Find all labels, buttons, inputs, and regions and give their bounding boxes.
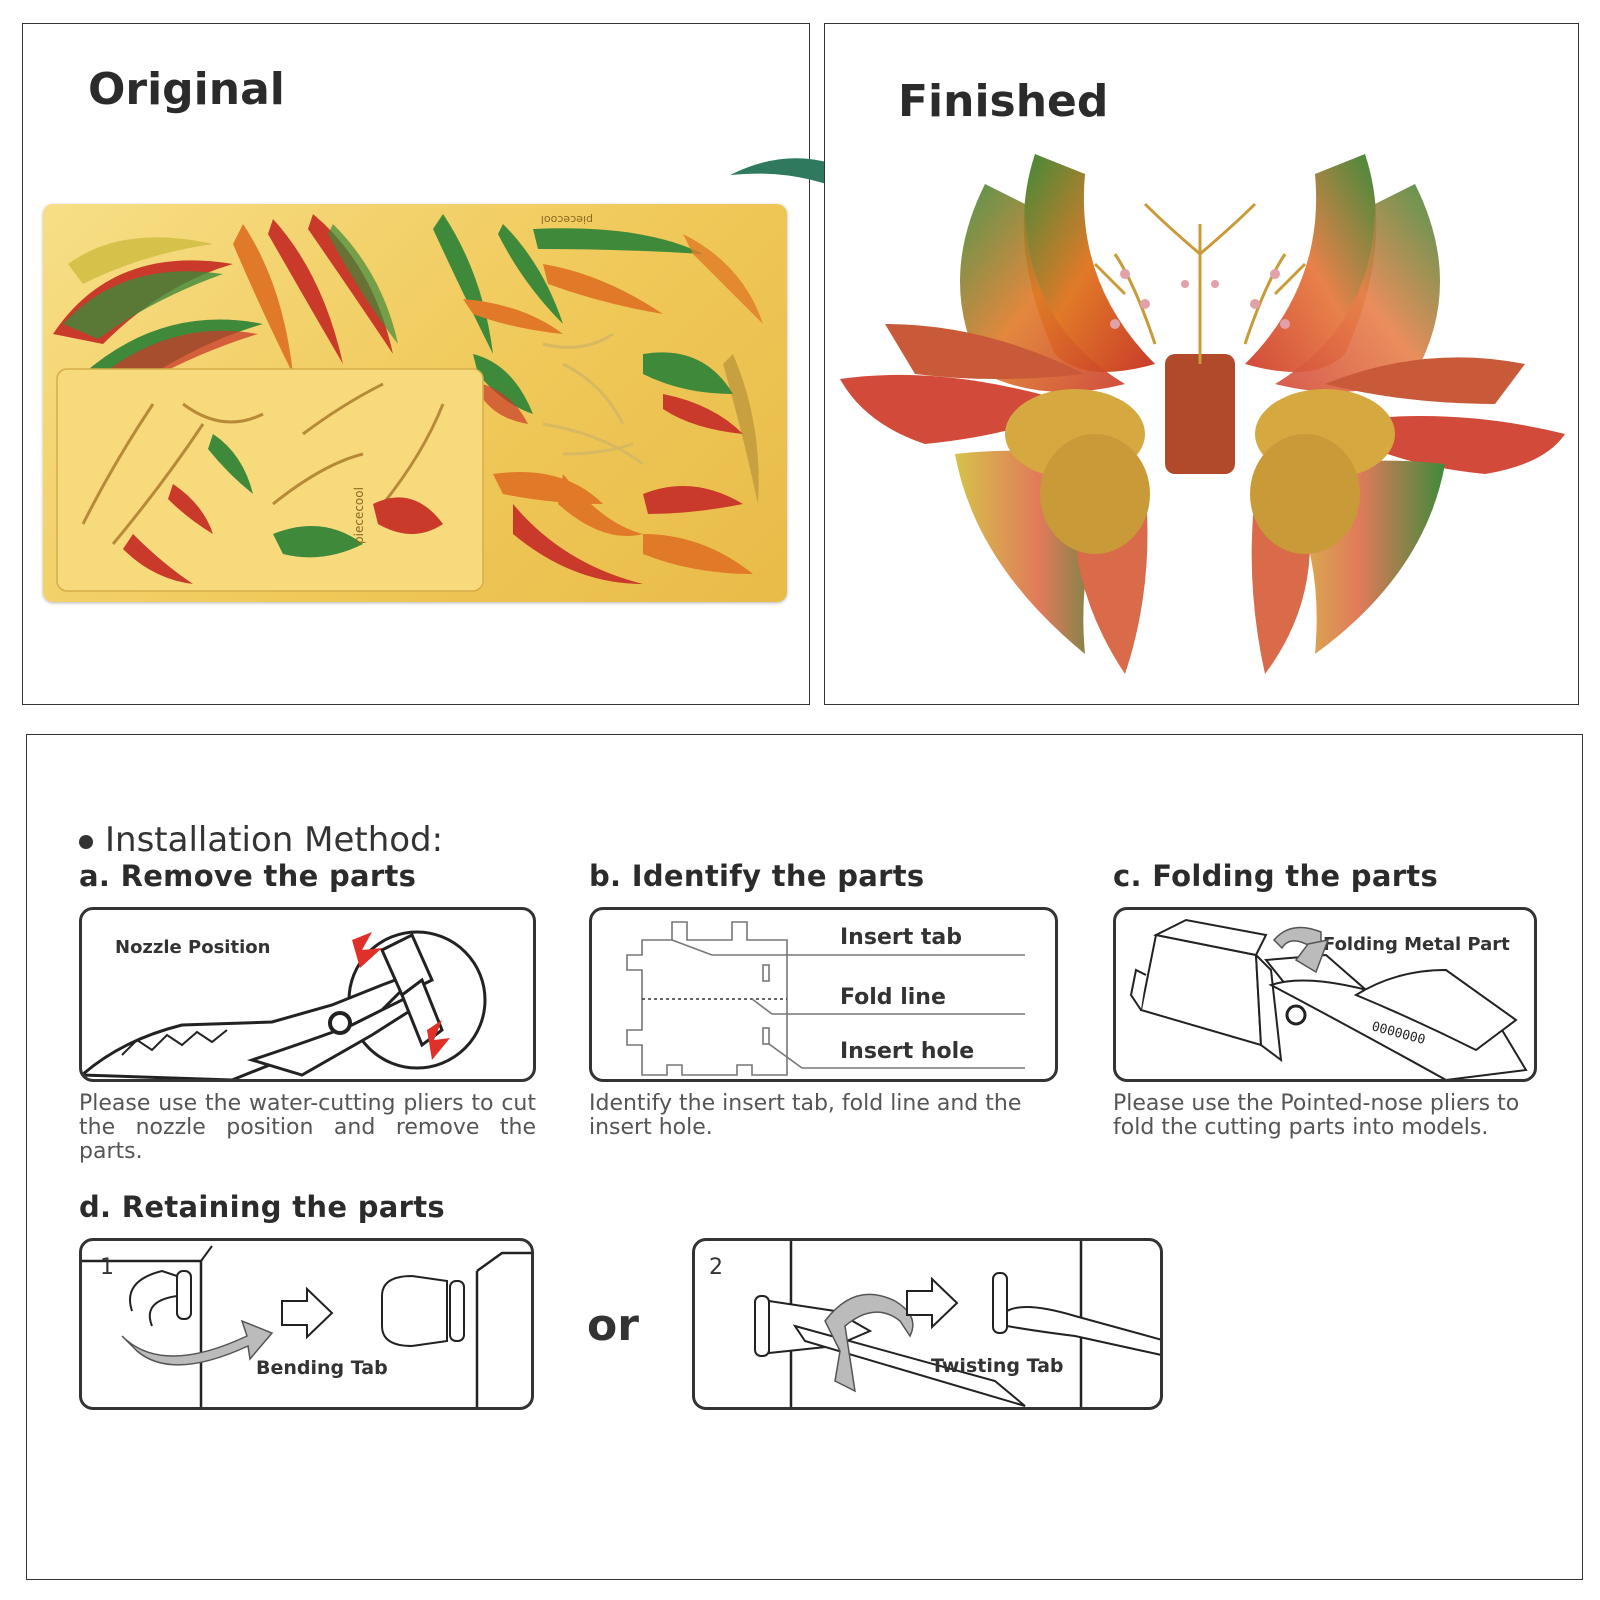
step-b-illustration: Insert tab Fold line Insert hole [589,907,1058,1082]
installation-heading-text: Installation Method: [105,820,444,860]
metal-sheet-image: piececool piececool [43,204,787,602]
pliers-cutting-icon [82,930,487,1079]
upper-right-wing [1245,154,1377,372]
bullet-icon [79,834,93,849]
installation-panel [26,734,1583,1580]
right-arrow-icon-2 [906,1276,959,1330]
finished-panel: Finished [824,23,1579,705]
twisting-tab-label: Twisting Tab [931,1355,1064,1377]
twisting-tab-diagram [754,1241,1160,1407]
step-d1-illustration: 1 Bending Tab [79,1238,534,1410]
fold-line-label: Fold line [840,985,946,1010]
step-c-illustration: Folding Metal Part 0000000 [1113,907,1537,1082]
or-separator: or [587,1300,639,1351]
cut-spark-icon [352,932,382,968]
bending-tab-label: Bending Tab [256,1357,388,1379]
inner-feather-parts [123,434,443,584]
installation-heading: Installation Method: [79,820,443,860]
cut-spark-icon-2 [427,1020,450,1060]
step-c-title: c. Folding the parts [1113,859,1439,893]
inner-sheet [56,368,484,592]
step-b-title: b. Identify the parts [589,859,925,893]
step-d1-number: 1 [100,1255,114,1280]
folding-metal-part-label: Folding Metal Part [1323,934,1510,955]
insert-tab-label: Insert tab [840,925,962,950]
step-a-caption: Please use the water-cutting pliers to c… [79,1091,536,1164]
step-d2-number: 2 [709,1255,723,1280]
original-title: Original [88,64,285,115]
sheet-parts-illustration: piececool piececool [53,213,763,592]
step-c-caption: Please use the Pointed-nose pliers to fo… [1113,1091,1520,1140]
bending-tab-diagram [82,1245,531,1407]
sheet-brand: piececool [352,487,366,544]
step-d-title: d. Retaining the parts [79,1190,445,1224]
twist-arrow-icon [824,1293,914,1393]
wing-parts [53,214,763,584]
sheet-brand-top: piececool [541,213,593,226]
step-a-illustration: Nozzle Position [79,907,536,1082]
insert-hole-label: Insert hole [840,1039,975,1064]
inner-branch-parts [81,382,445,545]
blossoms [1110,269,1290,329]
center-trunk [1165,354,1235,474]
finished-model-image [840,154,1565,674]
step-b-caption: Identify the insert tab, fold line and t… [589,1091,1022,1140]
bend-arrow-icon [121,1319,274,1366]
branch-parts [542,332,644,466]
golden-trees [1093,202,1307,364]
nozzle-position-label: Nozzle Position [115,937,271,958]
step-a-title: a. Remove the parts [79,859,417,893]
original-panel: Original [22,23,810,705]
step-d2-illustration: 2 Twisting Tab [692,1238,1163,1410]
right-arrow-icon [281,1286,334,1340]
finished-title: Finished [898,76,1109,127]
folding-diagram: 0000000 [1129,918,1528,1079]
upper-left-wing [1023,154,1155,372]
part-diagram [626,921,1025,1076]
